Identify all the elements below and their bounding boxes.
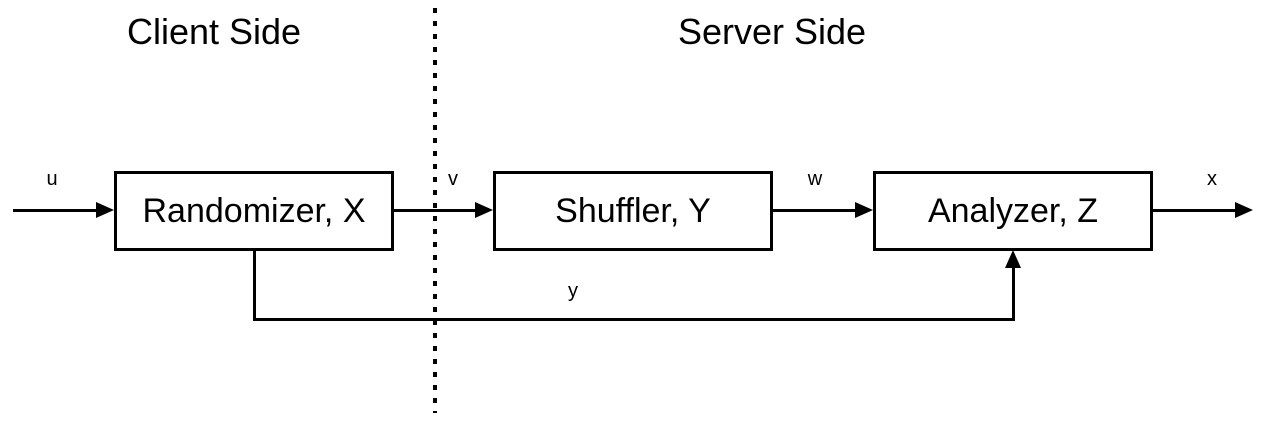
analyzer-block-label: Analyzer, Z bbox=[927, 192, 1099, 230]
signal-x-label: x bbox=[1207, 168, 1217, 190]
analyzer-block: Analyzer, Z bbox=[873, 171, 1153, 251]
signal-v-label: v bbox=[448, 168, 458, 190]
shuffler-block: Shuffler, Y bbox=[493, 171, 773, 251]
signal-u-label: u bbox=[46, 168, 58, 190]
signal-w-arrow-line bbox=[773, 209, 855, 212]
signal-w-label: w bbox=[807, 168, 823, 190]
signal-u-arrow-line bbox=[13, 209, 97, 212]
signal-v-arrow-line bbox=[394, 209, 475, 212]
signal-y-feedback-drop-line bbox=[253, 249, 256, 320]
shuffler-block-label: Shuffler, Y bbox=[555, 192, 711, 230]
signal-y-label: y bbox=[568, 280, 578, 302]
client-side-heading: Client Side bbox=[126, 11, 302, 52]
randomizer-block: Randomizer, X bbox=[114, 171, 394, 251]
signal-v-arrowhead-icon bbox=[475, 202, 493, 218]
signal-y-feedback-rise-line bbox=[1012, 266, 1015, 321]
signal-x-arrowhead-icon bbox=[1235, 202, 1253, 218]
randomizer-block-label: Randomizer, X bbox=[142, 192, 366, 230]
signal-y-arrowhead-icon bbox=[1005, 250, 1021, 268]
signal-x-arrow-line bbox=[1153, 209, 1235, 212]
signal-u-arrowhead-icon bbox=[96, 202, 114, 218]
signal-w-arrowhead-icon bbox=[855, 202, 873, 218]
signal-y-feedback-horizontal-line bbox=[253, 318, 1015, 321]
server-side-heading: Server Side bbox=[677, 11, 867, 52]
